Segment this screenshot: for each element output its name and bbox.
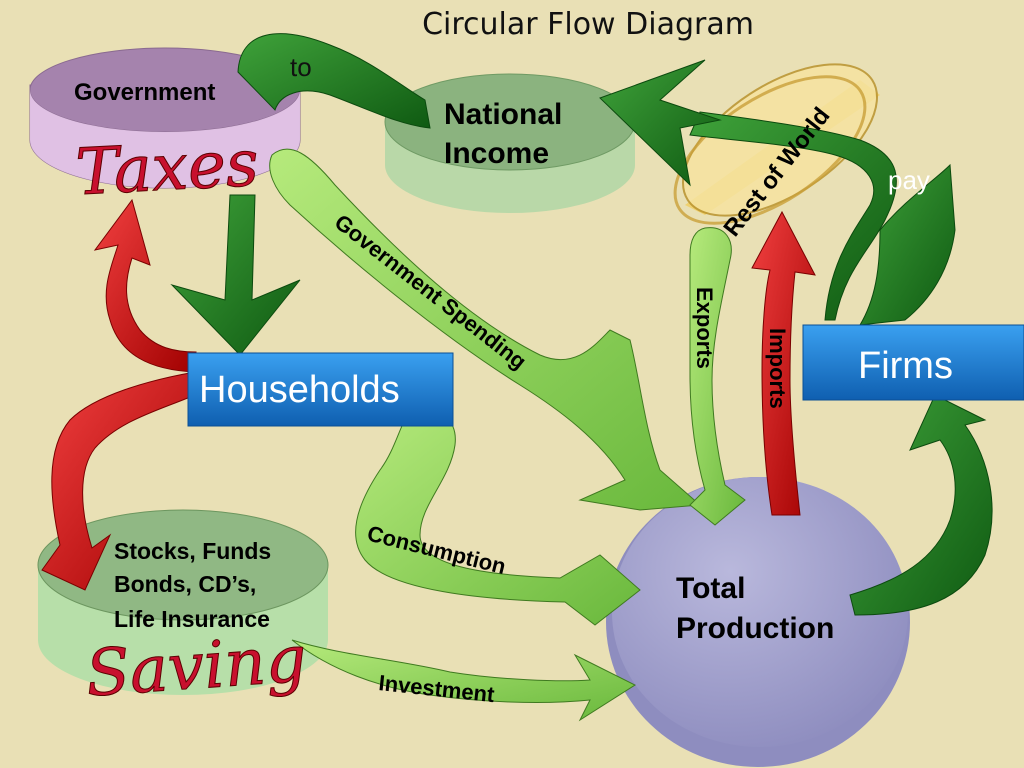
consumption-arrow <box>355 408 641 626</box>
imports-label: Imports <box>765 328 790 409</box>
firms-label: Firms <box>858 345 953 387</box>
government-label: Government <box>74 79 215 106</box>
saving-label: Saving <box>84 623 309 712</box>
households-label: Households <box>199 369 400 411</box>
pay-arrow-right-segment <box>859 163 956 326</box>
savings-disc <box>37 509 329 695</box>
government-disc <box>29 47 301 189</box>
exports-label: Exports <box>692 287 717 369</box>
savings-label-1: Stocks, Funds <box>114 538 271 564</box>
government-spending-label: Government Spending <box>330 209 531 374</box>
taxes-to-households-arrow <box>170 194 301 356</box>
government-to-income-arrow <box>237 33 431 129</box>
imports-arrow <box>751 210 816 516</box>
savings-label-3: Life Insurance <box>114 606 270 632</box>
to-label: to <box>290 52 312 82</box>
government-spending-arrow <box>269 148 702 511</box>
national-income-label-2: Income <box>444 137 549 170</box>
pay-label: pay <box>888 165 930 195</box>
taxes-label: Taxes <box>74 127 260 210</box>
investment-arrow <box>291 639 637 722</box>
households-to-taxes-red-arrow <box>93 198 197 373</box>
pay-arrowhead <box>599 59 722 187</box>
total-production-disc <box>606 477 910 767</box>
firms-pay-income-arrow <box>689 111 897 321</box>
households-to-savings-red-arrow <box>41 371 196 591</box>
households-box <box>187 352 454 427</box>
firms-box <box>802 324 1024 401</box>
total-production-label-1: Total <box>676 572 745 605</box>
national-income-disc <box>384 73 636 213</box>
total-production-label-2: Production <box>676 612 834 645</box>
production-to-firms-arrow <box>849 394 993 616</box>
exports-arrow <box>689 227 746 526</box>
national-income-label-1: National <box>444 98 562 131</box>
savings-label-2: Bonds, CD’s, <box>114 571 256 597</box>
diagram-title: Circular Flow Diagram <box>422 7 754 42</box>
